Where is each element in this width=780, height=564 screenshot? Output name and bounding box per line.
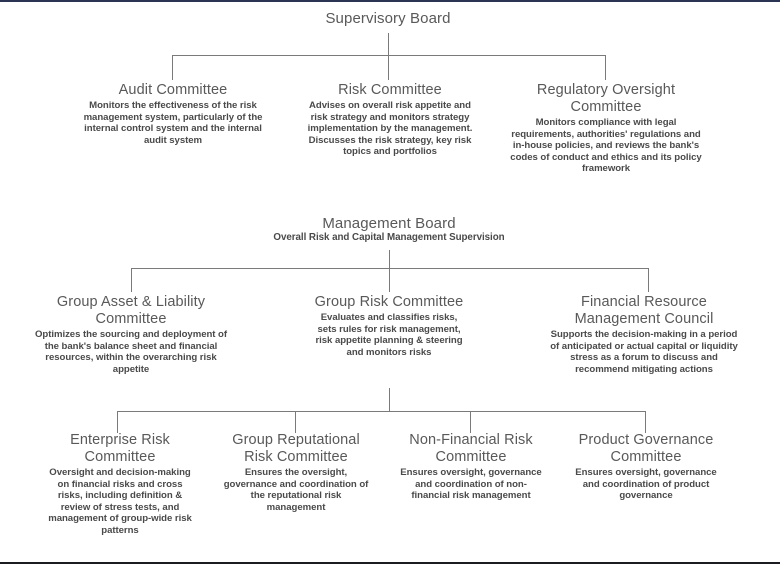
node-description: Ensures oversight, governance and coordi…: [575, 467, 717, 502]
node-title: Non-Financial Risk Committee: [409, 432, 533, 465]
node-financial-resource-management-council: Financial Resource Management Council Su…: [531, 294, 757, 375]
node-description: Ensures the oversight, governance and co…: [223, 467, 369, 513]
node-title: Regulatory Oversight Committee: [536, 82, 676, 115]
node-product-governance-committee: Product Governance Committee Ensures ove…: [562, 432, 730, 502]
node-audit-committee: Audit Committee Monitors the effectivene…: [62, 82, 284, 146]
node-subtitle: Overall Risk and Capital Management Supe…: [273, 232, 505, 243]
node-title: Group Asset & Liability Committee: [56, 294, 206, 327]
connector-drop-regulatory: [605, 55, 606, 80]
node-title: Management Board: [322, 215, 456, 232]
connector-drop-group-alco: [131, 268, 132, 292]
connector-supervisory-bus: [172, 55, 606, 56]
node-description: Monitors compliance with legal requireme…: [510, 117, 702, 175]
node-enterprise-risk-committee: Enterprise Risk Committee Oversight and …: [36, 432, 204, 537]
node-supervisory-board: Supervisory Board: [258, 10, 518, 27]
node-group-reputational-risk-committee: Group Reputational Risk Committee Ensure…: [212, 432, 380, 513]
node-regulatory-oversight-committee: Regulatory Oversight Committee Monitors …: [496, 82, 716, 175]
node-group-asset-liability-committee: Group Asset & Liability Committee Optimi…: [17, 294, 245, 375]
connector-drop-group-risk: [389, 268, 390, 292]
connector-drop-group-reputational: [295, 411, 296, 433]
connector-management-stem: [389, 250, 390, 268]
connector-drop-enterprise-risk: [117, 411, 118, 433]
node-group-risk-committee: Group Risk Committee Evaluates and class…: [289, 294, 489, 358]
node-description: Evaluates and classifies risks, sets rul…: [315, 312, 463, 358]
node-risk-committee: Risk Committee Advises on overall risk a…: [288, 82, 492, 158]
connector-drop-frmc: [648, 268, 649, 292]
node-title: Group Reputational Risk Committee: [232, 432, 360, 465]
node-title: Group Risk Committee: [314, 294, 464, 310]
node-description: Monitors the effectiveness of the risk m…: [83, 100, 263, 146]
node-non-financial-risk-committee: Non-Financial Risk Committee Ensures ove…: [387, 432, 555, 502]
connector-group-risk-stem: [389, 388, 390, 411]
node-title: Audit Committee: [118, 82, 228, 98]
node-description: Supports the decision-making in a period…: [550, 329, 738, 375]
node-title: Enterprise Risk Committee: [70, 432, 170, 465]
node-description: Advises on overall risk appetite and ris…: [307, 100, 473, 158]
connector-tier3-bus: [117, 411, 646, 412]
node-title: Product Governance Committee: [578, 432, 714, 465]
node-title: Risk Committee: [338, 82, 442, 98]
node-management-board: Management Board Overall Risk and Capita…: [229, 215, 549, 244]
connector-supervisory-stem: [388, 33, 389, 55]
connector-management-bus: [131, 268, 649, 269]
node-title: Supervisory Board: [325, 10, 451, 27]
connector-drop-risk: [388, 55, 389, 80]
node-title: Financial Resource Management Council: [574, 294, 714, 327]
node-description: Oversight and decision-making on financi…: [48, 467, 192, 536]
connector-drop-non-financial-risk: [470, 411, 471, 433]
connector-drop-audit: [172, 55, 173, 80]
node-description: Optimizes the sourcing and deployment of…: [34, 329, 228, 375]
connector-drop-product-governance: [645, 411, 646, 433]
node-description: Ensures oversight, governance and coordi…: [400, 467, 542, 502]
